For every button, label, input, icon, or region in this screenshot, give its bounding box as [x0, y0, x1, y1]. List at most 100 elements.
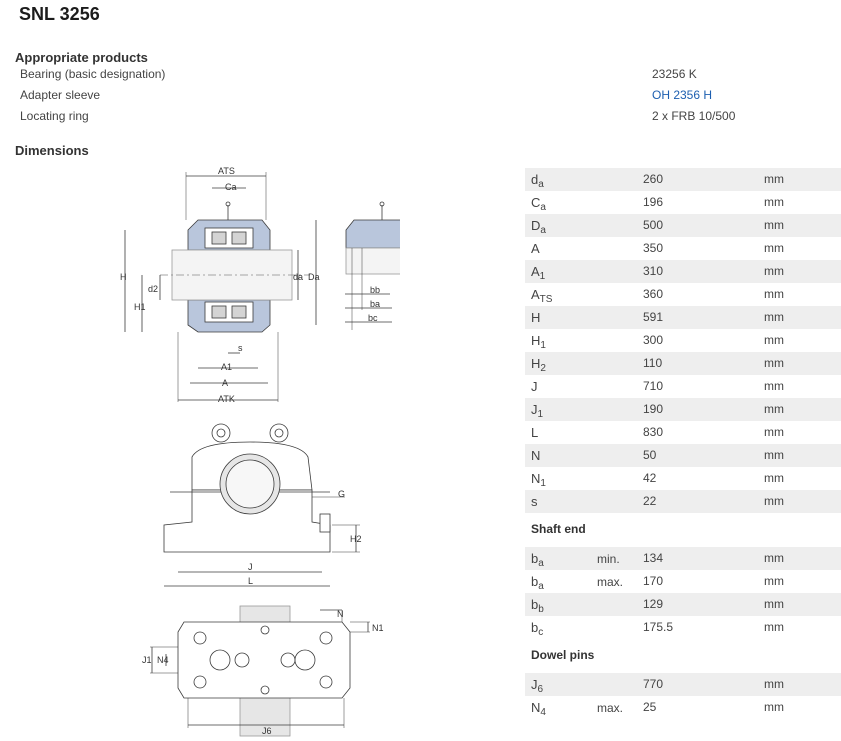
plan-view: N N1 J1 N4 J6 [142, 605, 384, 737]
symbol-subscript: 1 [540, 478, 546, 489]
dimension-value: 110 [643, 356, 663, 370]
dimension-row: N4 max. 25 mm [525, 696, 841, 719]
label-ca: Ca [225, 182, 237, 192]
symbol-letter: N [531, 471, 541, 486]
symbol-letter: J [531, 677, 538, 692]
dimension-unit: mm [764, 333, 784, 347]
dimension-value: 500 [643, 218, 664, 232]
page-title: SNL 3256 [19, 4, 100, 24]
dimension-qualifier: max. [597, 701, 624, 715]
symbol-subscript: b [538, 604, 544, 615]
symbol-subscript: 6 [537, 684, 544, 695]
dimension-unit: mm [764, 700, 784, 714]
dimension-value: 360 [643, 287, 664, 301]
dimension-symbol: A1 [531, 264, 545, 282]
label-bc: bc [368, 313, 378, 323]
dimension-unit: mm [764, 379, 784, 393]
product-row: Bearing (basic designation) 23256 K [0, 65, 841, 86]
symbol-letter: H [531, 310, 541, 325]
dimension-value: 22 [643, 494, 657, 508]
product-label: Adapter sleeve [20, 88, 101, 102]
dimension-value: 129 [643, 597, 664, 611]
dimension-unit: mm [764, 620, 784, 634]
label-l: L [248, 576, 253, 586]
dimension-value: 196 [643, 195, 664, 209]
label-j6: J6 [262, 726, 272, 736]
dimension-value: 170 [643, 574, 664, 588]
dimension-unit: mm [764, 551, 784, 565]
section-view: ATS Ca H H1 d2 da Da s A1 A ATK [120, 166, 320, 404]
dimension-unit: mm [764, 597, 784, 611]
dimension-value: 830 [643, 425, 664, 439]
dimension-symbol: H2 [531, 356, 546, 374]
symbol-letter: b [531, 574, 539, 589]
dimension-value: 350 [643, 241, 664, 255]
label-ba: ba [370, 299, 380, 309]
label-n4: N4 [157, 655, 169, 665]
side-view: bb ba bc [345, 201, 400, 330]
symbol-subscript: 2 [540, 363, 546, 374]
dimension-unit: mm [764, 310, 784, 324]
dimension-symbol: bb [531, 597, 544, 615]
label-g: G [338, 489, 345, 499]
label-da: da [293, 272, 303, 282]
dimension-unit: mm [764, 218, 784, 232]
symbol-letter: H [531, 356, 541, 371]
label-Da: Da [308, 272, 320, 282]
label-d2: d2 [148, 284, 158, 294]
dimension-unit: mm [764, 677, 784, 691]
product-link[interactable]: OH 2356 H [652, 88, 713, 102]
product-value: 23256 K [652, 67, 697, 81]
dimension-symbol: s [531, 494, 538, 509]
symbol-letter: A [531, 287, 540, 302]
dimension-symbol: L [531, 425, 538, 440]
dimension-unit: mm [764, 471, 784, 485]
symbol-letter: s [531, 494, 538, 509]
dimension-symbol: N4 [531, 700, 546, 718]
symbol-letter: J [531, 379, 538, 394]
dimension-value: 25 [643, 700, 657, 714]
dimension-unit: mm [764, 494, 784, 508]
dimension-symbol: N1 [531, 471, 546, 489]
symbol-letter: J [531, 402, 538, 417]
label-n1: N1 [372, 623, 384, 633]
dimension-symbol: ba [531, 551, 544, 569]
dimension-row: ATS 360 mm [525, 283, 841, 306]
dimension-unit: mm [764, 448, 784, 462]
dimension-value: 50 [643, 448, 657, 462]
dimension-unit: mm [764, 287, 784, 301]
symbol-subscript: TS [539, 294, 553, 305]
dimension-symbol: da [531, 172, 544, 190]
symbol-subscript: a [538, 558, 544, 569]
dimension-row: bb 129 mm [525, 593, 841, 616]
dimension-value: 190 [643, 402, 664, 416]
symbol-letter: b [531, 551, 539, 566]
dimension-symbol: ba [531, 574, 544, 592]
symbol-subscript: a [538, 179, 544, 190]
symbol-letter: L [531, 425, 539, 440]
dimension-unit: mm [764, 264, 784, 278]
label-j: J [248, 562, 253, 572]
symbol-letter: A [531, 241, 540, 256]
symbol-letter: H [531, 333, 541, 348]
dimension-symbol: A [531, 241, 540, 256]
symbol-subscript: 1 [540, 340, 546, 351]
product-label: Bearing (basic designation) [20, 67, 166, 81]
symbol-subscript: a [540, 225, 546, 236]
symbol-letter: C [531, 195, 541, 210]
symbol-subscript: 1 [537, 409, 544, 420]
dimensions-heading: Dimensions [15, 143, 89, 158]
